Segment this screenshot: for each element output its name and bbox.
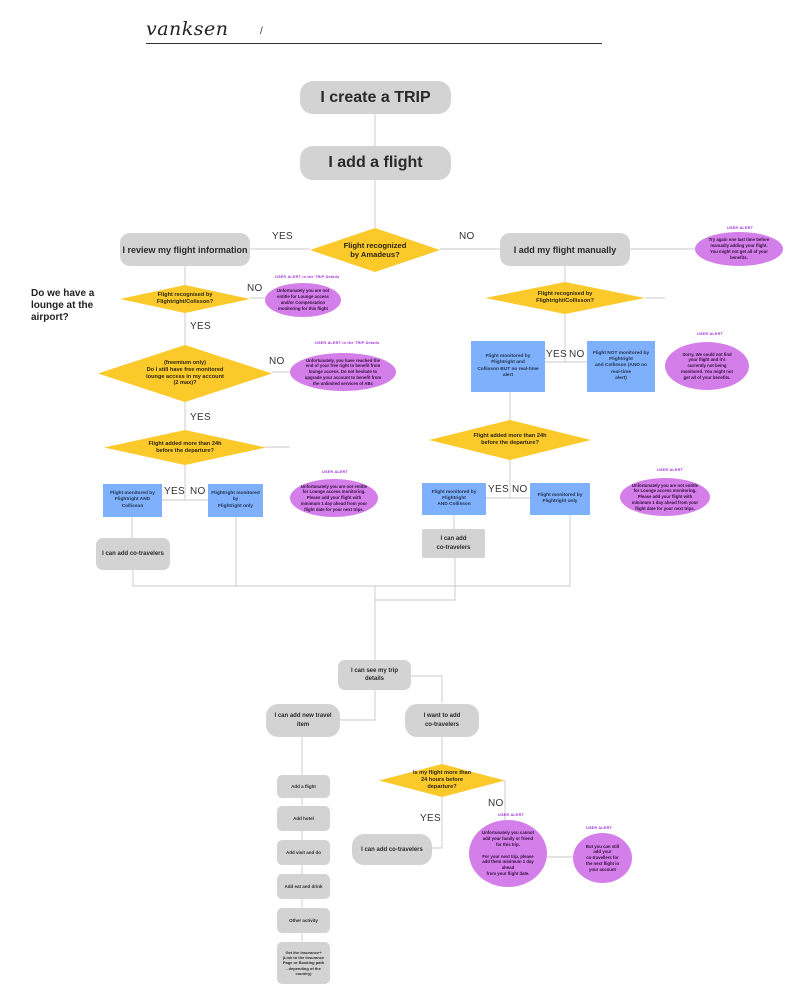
add-flight-node: I add a flight xyxy=(300,146,451,180)
left-monitor-only: Flightright monitored by Flightright onl… xyxy=(208,484,263,517)
freemium-decision-diamond xyxy=(98,345,272,402)
freemium-decision-text: (freemium only) Do I still have free mon… xyxy=(146,360,224,387)
want-cotravelers-node: I want to add co-travelers xyxy=(405,704,479,737)
no-label-right-recognised: NO xyxy=(569,349,585,360)
alert-title-left-24h: USER ALERT xyxy=(322,470,349,474)
left-cotravelers-node: I can add co-travelers xyxy=(96,538,170,570)
header-divider xyxy=(146,43,602,44)
no-label-more-24h: NO xyxy=(488,798,504,809)
review-info-node: I review my flight information xyxy=(120,233,250,266)
alert-trip-details-2: Unfortunately, you have reached the end … xyxy=(290,353,396,391)
alert-left-24h: Unfortunately you are not entitle for Lo… xyxy=(290,479,378,517)
alert-title-top-right: USER ALERT xyxy=(727,226,754,230)
no-label-right-24h: NO xyxy=(512,484,528,495)
item-add-visit: Add visit and do xyxy=(277,840,330,865)
alert-title-trip-details-1: USER ALERT in the TRIP Details xyxy=(275,275,340,279)
alert-title-right-24h: USER ALERT xyxy=(657,468,684,472)
right-monitor-only: Flight monitored by Flightright only xyxy=(530,483,590,515)
left-24h-diamond xyxy=(104,430,266,465)
alert-title-trip-details-2: USER ALERT in the TRIP Details xyxy=(315,341,380,345)
left-24h-text: Flight added more than 24h before the de… xyxy=(148,440,222,454)
yes-label-left-recognised: YES xyxy=(190,321,211,332)
alert-title-still-add: USER ALERT xyxy=(586,826,613,830)
no-label-freemium: NO xyxy=(269,356,285,367)
see-trip-node: I can see my trip details xyxy=(338,660,411,690)
alert-top-right: Try again one last time before manually … xyxy=(695,232,783,266)
yes-label-right-24h: YES xyxy=(488,484,509,495)
alert-trip-details-1: Unfortunately you are not entitle for Lo… xyxy=(265,283,341,317)
no-label-left-24h: NO xyxy=(190,486,206,497)
right-monitor-both: Flight monitored by Flightright AND Coll… xyxy=(422,483,486,515)
right-monitor-no-realtime: Flight monitored by Flightright and Coll… xyxy=(471,341,545,392)
header-slash: / xyxy=(260,26,263,37)
side-question: Do we have a lounge at the airport? xyxy=(31,288,95,323)
right-monitor-not: Flight NOT monitored by Flightright and … xyxy=(587,341,655,392)
alert-title-cannot-add: USER ALERT xyxy=(498,813,525,817)
no-label-left-recognised: NO xyxy=(247,283,263,294)
right-recognised-text: Flight recognised by Flightright/Colliss… xyxy=(536,291,594,304)
amadeus-decision-diamond xyxy=(310,228,440,272)
right-24h-text: Flight added more than 24h before the de… xyxy=(473,433,547,446)
amadeus-decision-text: Flight recognized by Amadeus? xyxy=(343,240,407,259)
left-monitor-both: Flight monitored by Flightright AND Coll… xyxy=(103,484,162,517)
item-add-hotel: Add hotel xyxy=(277,806,330,831)
right-24h-diamond xyxy=(429,420,591,460)
bottom-cotravelers-node: I can add co-travelers xyxy=(352,834,432,865)
item-insurance: Get the Insurance+ (Link to the Insuranc… xyxy=(277,942,330,984)
yes-label-more-24h: YES xyxy=(420,813,441,824)
alert-still-add: But you can still add your co-travellers… xyxy=(573,833,632,883)
more-24h-text: Is my flight more than 24 hours before d… xyxy=(412,770,472,790)
yes-label-freemium: YES xyxy=(190,412,211,423)
no-label-amadeus: NO xyxy=(459,231,475,242)
yes-label-right-recognised: YES xyxy=(546,349,567,360)
logo: vanksen xyxy=(146,18,229,40)
item-add-eat: Add eat and drink xyxy=(277,874,330,899)
left-recognised-diamond xyxy=(120,285,250,313)
right-cotravelers-node: I can add co-travelers xyxy=(422,529,485,558)
add-manually-node: I add my flight manually xyxy=(500,233,630,266)
more-24h-diamond xyxy=(379,764,505,797)
alert-right-24h: Unfortunately you are not entitle for Lo… xyxy=(620,478,710,516)
add-travel-item-node: I can add new travel item xyxy=(266,704,340,737)
create-trip-node: I create a TRIP xyxy=(300,81,451,114)
left-recognised-text: Flight recognised by Flightright/Colisso… xyxy=(156,292,214,305)
yes-label-amadeus: YES xyxy=(272,231,293,242)
alert-cannot-add: Unfortunately you cannot add your family… xyxy=(469,820,547,887)
yes-label-left-24h: YES xyxy=(164,486,185,497)
alert-title-sorry: USER ALERT xyxy=(697,332,724,336)
item-other-activity: Other activity xyxy=(277,908,330,933)
item-add-flight: Add a flight xyxy=(277,775,330,798)
alert-sorry: Sorry, We could not find your flight and… xyxy=(665,342,749,390)
right-recognised-diamond xyxy=(485,282,645,314)
